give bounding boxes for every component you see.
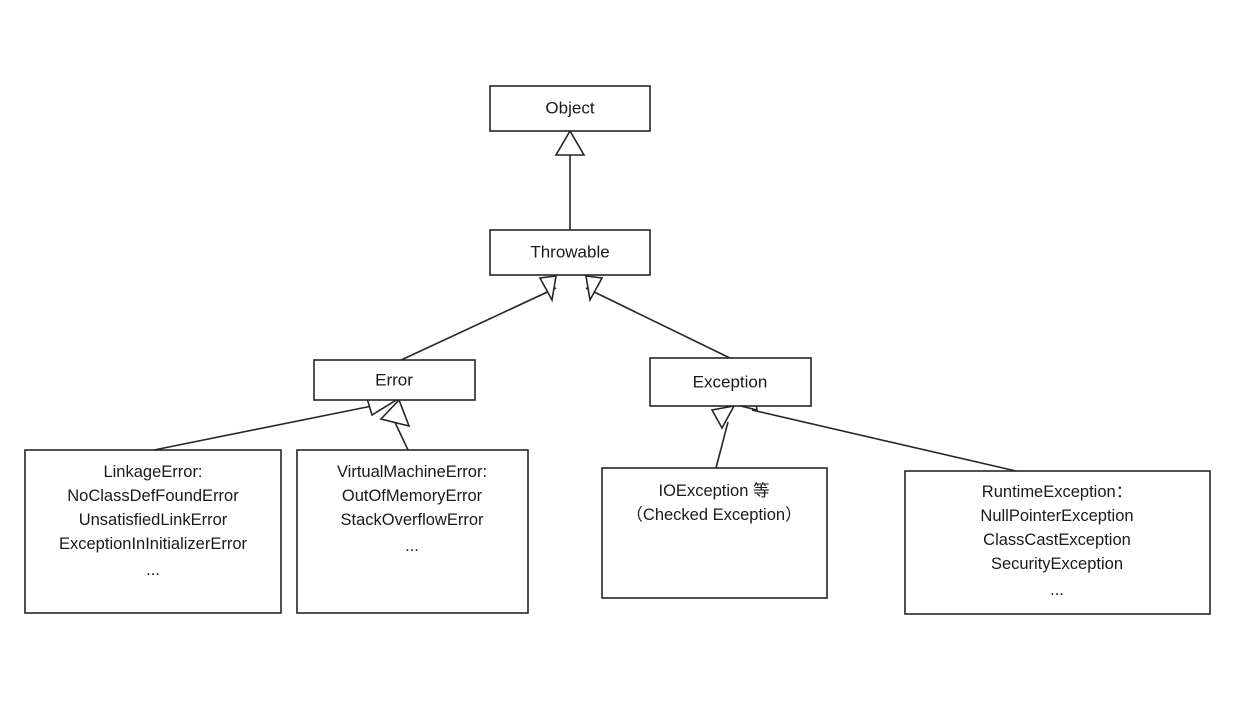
node-object-box[interactable] <box>489 85 651 132</box>
node-error-label: Error <box>375 370 413 389</box>
node-runtime-exception-line-3: ClassCastException <box>983 531 1131 549</box>
node-virtual-machine-error-line-3: StackOverflowError <box>340 511 484 529</box>
node-io-exception-line-1: IOException 等 <box>659 481 770 500</box>
node-linkage-error-line-1: LinkageError: <box>103 463 202 481</box>
node-linkage-error-line-2: NoClassDefFoundError <box>67 487 239 505</box>
generalization-arrow-throwable-right <box>585 275 604 303</box>
node-error-box[interactable] <box>313 359 476 401</box>
node-exception-label: Exception <box>693 372 768 391</box>
node-linkage-error-line-5: ... <box>146 561 160 579</box>
node-runtime-exception-line-4: SecurityException <box>991 555 1123 573</box>
node-virtual-machine-error-line-1: VirtualMachineError: <box>337 463 487 481</box>
node-io-exception-line-2: （Checked Exception） <box>626 505 801 524</box>
edge-runtime-exception-to-exception <box>751 409 1017 472</box>
node-runtime-exception-line-2: NullPointerException <box>980 507 1133 525</box>
node-throwable[interactable]: Throwable <box>489 229 651 276</box>
edge-io-exception-to-exception <box>715 421 729 469</box>
node-object[interactable]: Object <box>489 85 651 132</box>
generalization-arrow-throwable-left <box>538 275 557 303</box>
node-runtime-exception-line-5: ... <box>1050 581 1064 599</box>
node-virtual-machine-error-line-2: OutOfMemoryError <box>342 487 483 505</box>
node-io-exception-box[interactable] <box>601 467 828 599</box>
node-runtime-exception-line-1: RuntimeException： <box>982 483 1132 501</box>
node-object-label: Object <box>545 98 594 117</box>
node-linkage-error[interactable]: LinkageError: NoClassDefFoundError Unsat… <box>24 449 282 614</box>
edge-error-to-throwable <box>398 287 557 362</box>
edge-exception-to-throwable <box>585 287 733 360</box>
node-virtual-machine-error[interactable]: VirtualMachineError: OutOfMemoryError St… <box>296 449 529 614</box>
node-linkage-error-line-4: ExceptionInInitializerError <box>59 535 247 553</box>
node-linkage-error-box[interactable] <box>24 449 282 614</box>
node-runtime-exception-box[interactable] <box>904 470 1211 615</box>
edge-layer <box>153 152 1017 472</box>
node-runtime-exception[interactable]: RuntimeException： NullPointerException C… <box>904 470 1211 615</box>
node-throwable-box[interactable] <box>489 229 651 276</box>
node-linkage-error-line-3: UnsatisfiedLinkError <box>79 511 228 529</box>
generalization-arrow-error-right <box>379 398 411 428</box>
node-error[interactable]: Error <box>313 359 476 401</box>
edge-linkage-error-to-error <box>153 405 373 451</box>
node-exception[interactable]: Exception <box>649 357 812 407</box>
node-exception-box[interactable] <box>649 357 812 407</box>
node-virtual-machine-error-line-4: ... <box>405 537 419 555</box>
node-throwable-label: Throwable <box>530 242 609 261</box>
generalization-arrow-exception-left <box>710 404 736 430</box>
node-io-exception[interactable]: IOException 等 （Checked Exception） <box>601 467 828 599</box>
generalization-arrow-object <box>554 129 586 156</box>
node-virtual-machine-error-box[interactable] <box>296 449 529 614</box>
